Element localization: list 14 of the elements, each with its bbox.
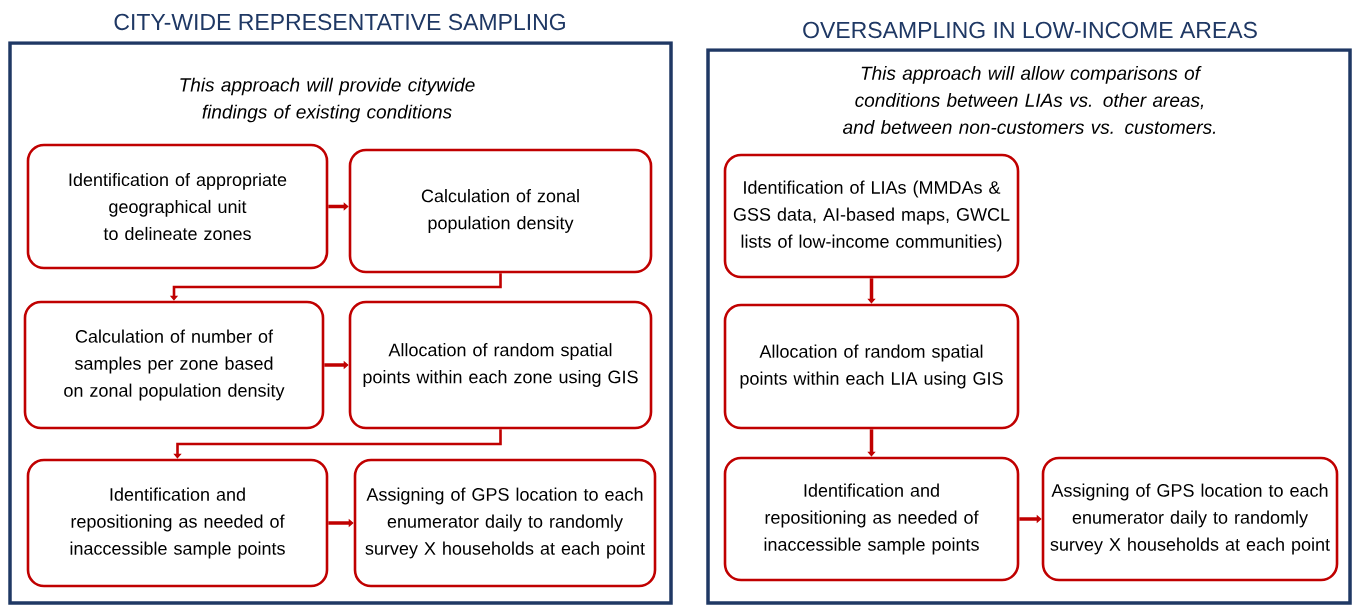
intro-text: This approach will provide citywide findings of existing conditions bbox=[180, 77, 475, 123]
process-box: Calculation of zonal population density bbox=[348, 148, 653, 274]
process-box: Identification of LIAs (MMDAs & GSS data, AI-based maps, GWCL lists of low-income communities) bbox=[723, 153, 1020, 279]
process-box: Assigning of GPS location to each enumerator daily to randomly survey X households at each point bbox=[353, 458, 657, 588]
process-box: Assigning of GPS location to each enumerator daily to randomly survey X households at each point bbox=[1041, 456, 1339, 582]
panel-heading: OVERSAMPLING IN LOW-INCOME AREAS bbox=[803, 21, 1257, 39]
process-box: Calculation of number of samples per zone based on zonal population density bbox=[23, 300, 325, 430]
process-box: Identification of appropriate geographical unit to delineate zones bbox=[26, 143, 329, 270]
panel-heading: CITY-WIDE REPRESENTATIVE SAMPLING bbox=[114, 13, 565, 31]
process-box: Identification and repositioning as needed of inaccessible sample points bbox=[723, 456, 1020, 582]
process-box: Allocation of random spatial points within each zone using GIS bbox=[348, 300, 653, 430]
process-box: Identification and repositioning as needed of inaccessible sample points bbox=[26, 458, 329, 588]
intro-text: This approach will allow comparisons of conditions between LIAs vs. other areas, and between non-customers vs. customers. bbox=[843, 66, 1216, 134]
process-box: Allocation of random spatial points within each LIA using GIS bbox=[723, 303, 1020, 430]
